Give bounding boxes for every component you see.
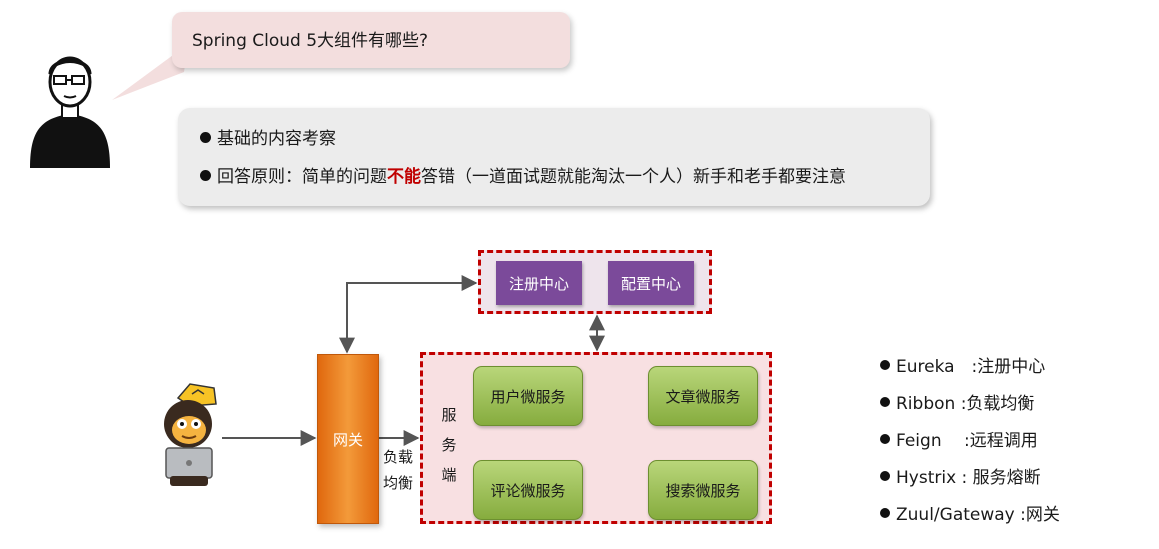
registry-center-label: 注册中心: [508, 274, 569, 293]
component-item: Zuul/Gateway :网关: [880, 500, 1060, 525]
user-avatar-icon: [30, 56, 110, 168]
gateway-to-registry-arrow: [339, 275, 478, 354]
user-service-box: 用户微服务: [473, 366, 583, 426]
bullet-text-before: 回答原则：简单的问题: [217, 167, 387, 187]
bullet-dot-icon: [200, 170, 211, 181]
server-side-char: 服: [441, 406, 457, 424]
bullet-item: 回答原则：简单的问题不能答错（一道面试题就能淘汰一个人）新手和老手都要注意: [200, 162, 846, 187]
user-service-label: 用户微服务: [490, 387, 566, 406]
load-balance-line: 负载: [382, 448, 413, 466]
component-item: Eureka :注册中心: [880, 352, 1045, 377]
comment-service-box: 评论微服务: [473, 460, 583, 520]
bullet-highlight: 不能: [387, 167, 421, 187]
server-side-char: 务: [441, 436, 457, 454]
bullet-text: 基础的内容考察: [217, 129, 336, 149]
bullet-item: 基础的内容考察: [200, 124, 336, 149]
bullet-dot-icon: [880, 397, 890, 407]
component-text: Eureka :注册中心: [896, 357, 1046, 377]
search-service-label: 搜索微服务: [665, 481, 741, 500]
search-service-box: 搜索微服务: [648, 460, 758, 520]
article-service-box: 文章微服务: [648, 366, 758, 426]
load-balance-label: 负载 均衡: [380, 444, 416, 496]
article-service-label: 文章微服务: [665, 387, 741, 406]
component-item: Ribbon :负载均衡: [880, 389, 1034, 414]
comment-service-label: 评论微服务: [490, 481, 566, 500]
load-balance-line: 均衡: [382, 474, 413, 492]
speech-bubble: [172, 12, 570, 68]
registry-center-box: 注册中心: [496, 261, 582, 305]
config-center-box: 配置中心: [608, 261, 694, 305]
bullet-dot-icon: [880, 360, 890, 370]
server-side-label: 服 务 端: [436, 400, 462, 490]
bullet-dot-icon: [880, 434, 890, 444]
component-item: Hystrix : 服务熔断: [880, 463, 1041, 488]
bullet-dot-icon: [880, 471, 890, 481]
config-center-label: 配置中心: [620, 274, 681, 293]
gateway-label: 网关: [332, 430, 363, 449]
server-side-char: 端: [441, 466, 457, 484]
bullet-text-after: 答错（一道面试题就能淘汰一个人）新手和老手都要注意: [421, 167, 846, 187]
component-text: Hystrix : 服务熔断: [896, 468, 1041, 488]
bubble-tail: [112, 44, 188, 100]
bullet-dot-icon: [880, 508, 890, 518]
component-text: Zuul/Gateway :网关: [896, 505, 1060, 525]
component-text: Ribbon :负载均衡: [896, 394, 1035, 414]
monkey-mascot-icon: [164, 383, 217, 486]
gateway-box: 网关: [317, 354, 379, 524]
component-item: Feign :远程调用: [880, 426, 1038, 451]
bullet-dot-icon: [200, 132, 211, 143]
component-text: Feign :远程调用: [896, 431, 1038, 451]
question-text: Spring Cloud 5大组件有哪些?: [192, 31, 429, 51]
info-box: [178, 108, 930, 206]
